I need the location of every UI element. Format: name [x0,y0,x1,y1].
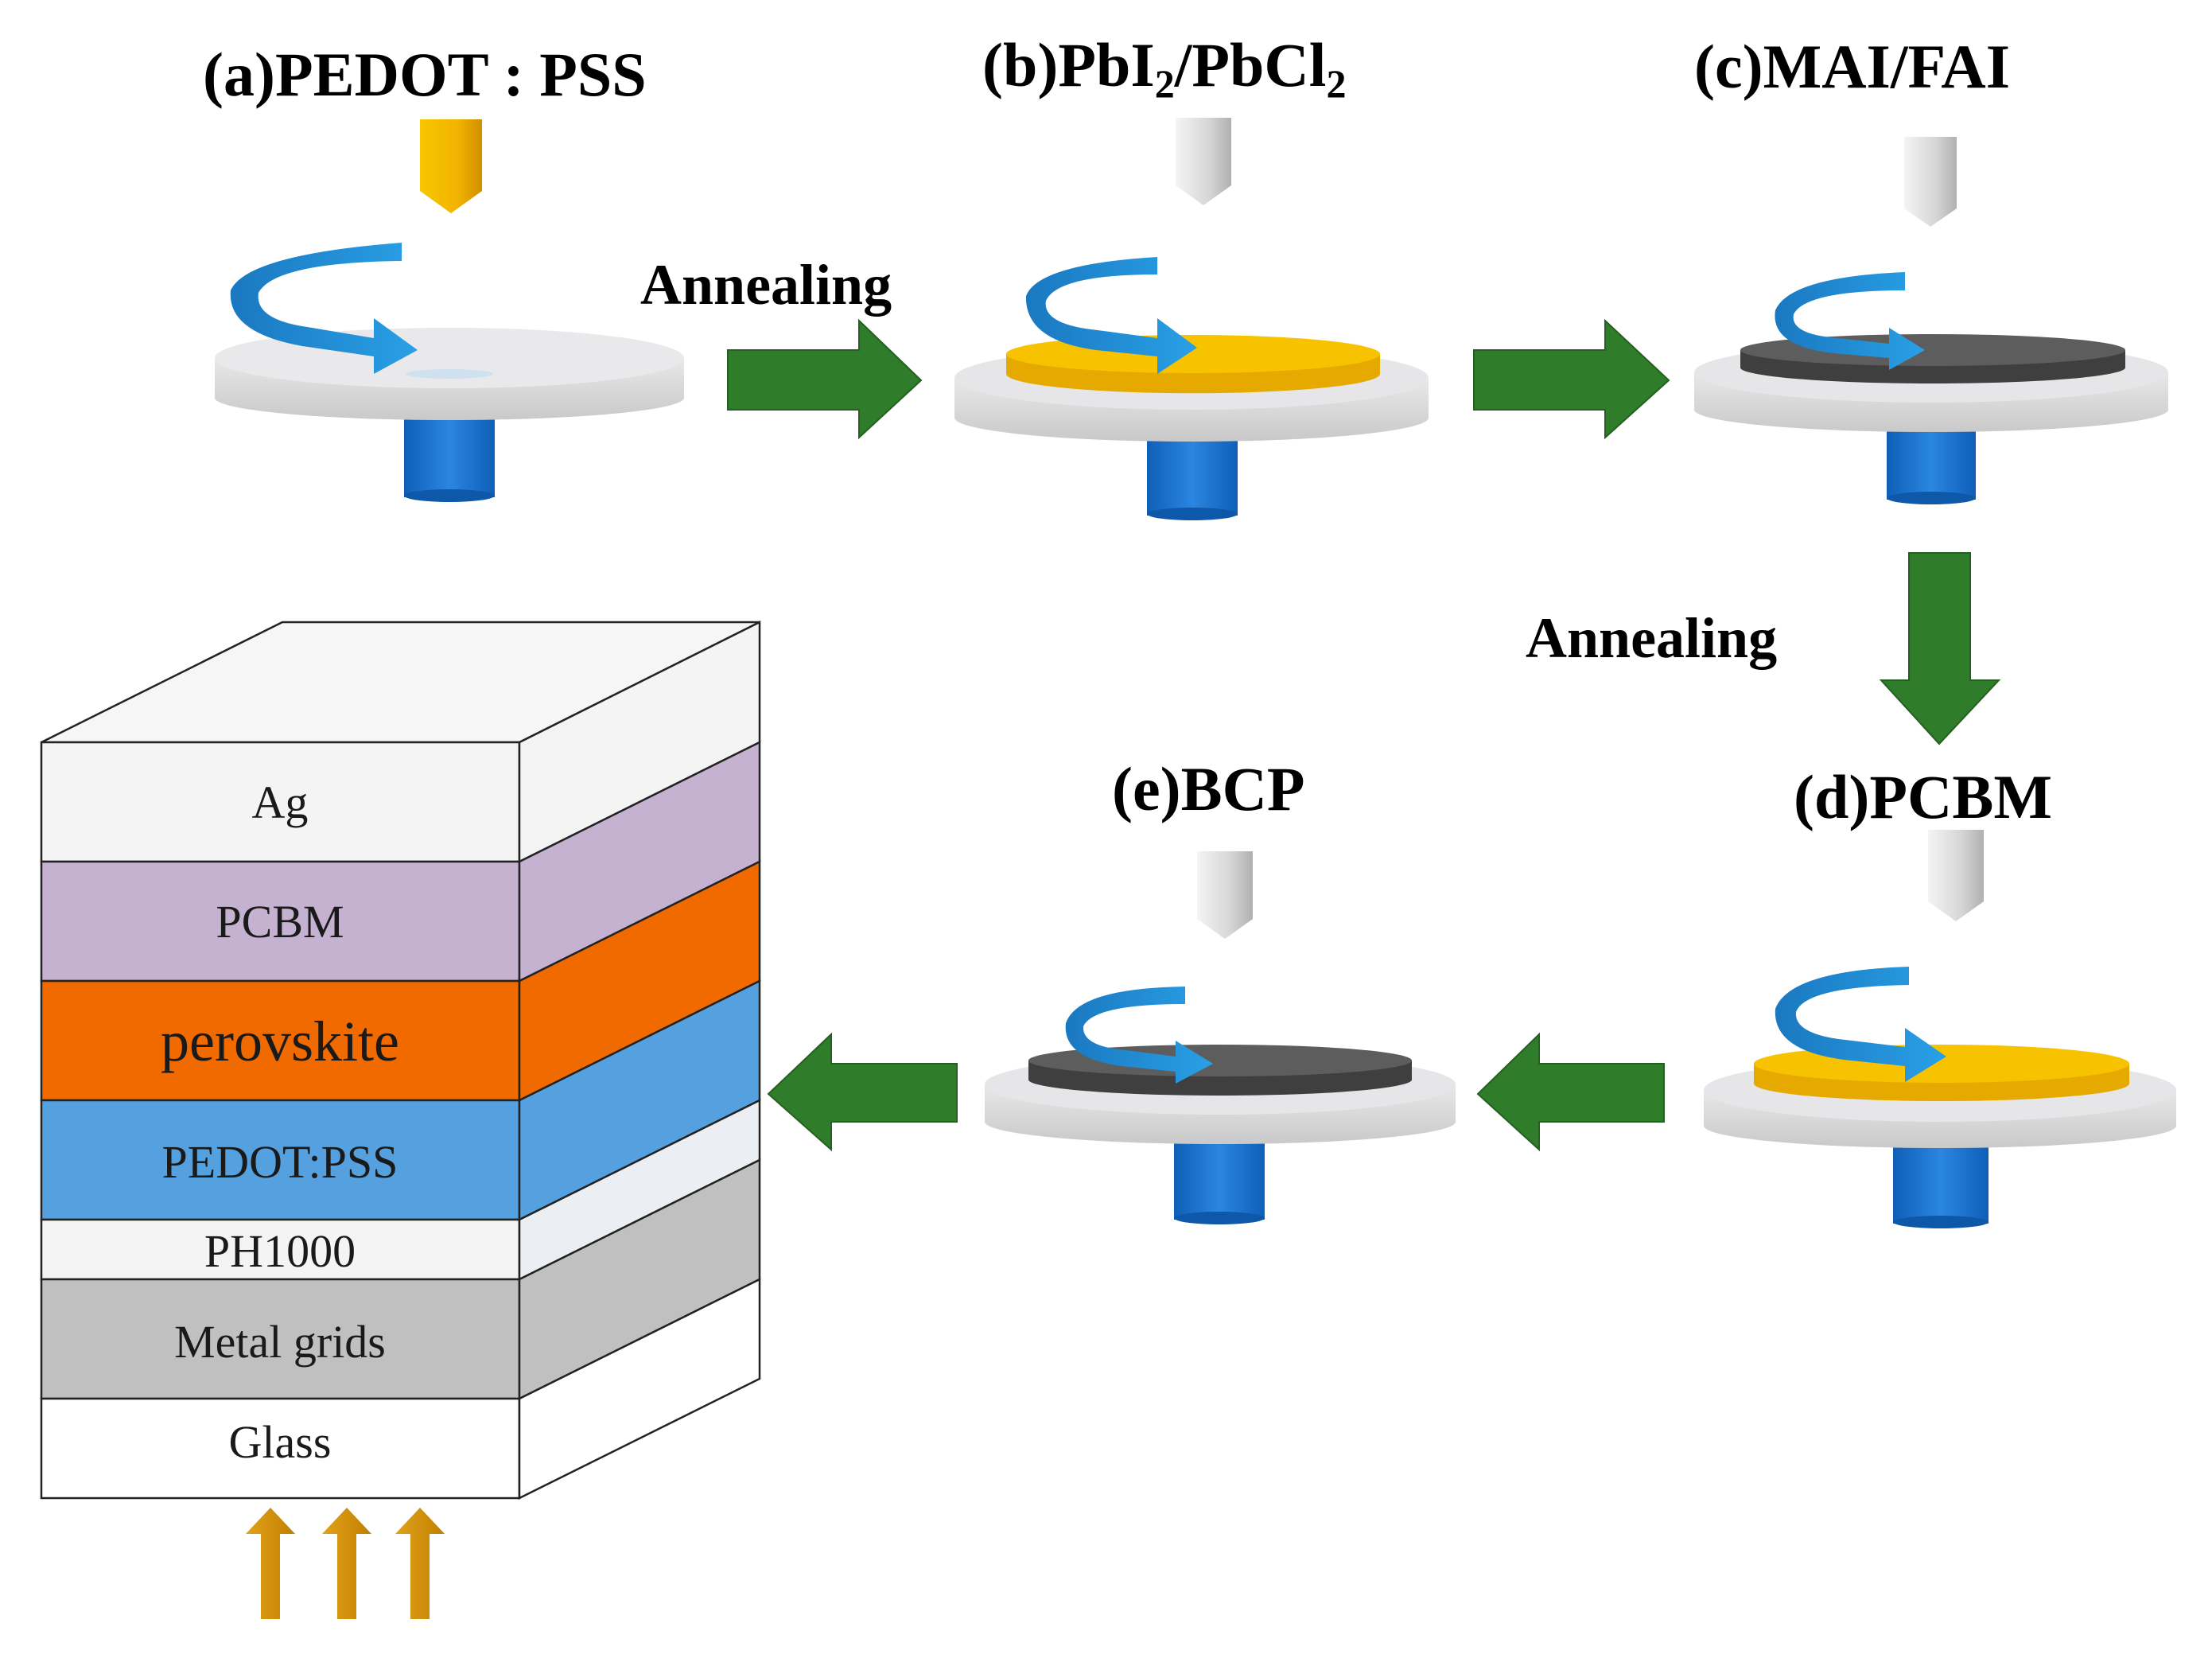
spin-coater-e [985,987,1456,1224]
step-a-label: (a)PEDOT : PSS [203,40,647,109]
incident-light-arrows [246,1508,445,1619]
spin-coater-a [215,243,684,502]
flow-arrow-right [1473,318,1670,440]
layer-metal-grids-front [40,1278,521,1400]
layer-perovskite-front [40,979,521,1102]
flow-arrow-down [1879,552,2001,745]
layer-label-perovskite: perovskite [161,1010,399,1073]
rotation-arrow-icon [1775,967,1946,1082]
rotation-arrow-icon [230,243,418,374]
rotation-arrow-icon [1065,987,1213,1084]
step-e-label: (e)BCP [1112,754,1305,823]
spindle [1887,420,1976,500]
spindle [1147,436,1238,516]
layer-label-pcbm: PCBM [216,896,344,948]
flow-arrow-left [1476,1032,1665,1152]
annealing-label-right: Annealing [1526,606,1777,670]
step-b-label: (b)PbI2/PbCl2 [982,30,1346,106]
layer-label-ph1000: PH1000 [204,1225,356,1277]
spindle [1893,1144,1988,1224]
dispenser-grey-icon [1928,830,1984,921]
flow-arrow-left [767,1032,958,1152]
dispenser-grey-icon [1904,137,1957,227]
light-arrow-icon [322,1508,371,1619]
layer-label-ag: Ag [252,777,309,828]
layer-label-metal-grids: Metal grids [174,1316,386,1368]
layer-glass-side [518,1277,761,1500]
layer-glass-front [40,1397,521,1500]
light-arrow-icon [246,1508,295,1619]
step-d-label: (d)PCBM [1794,762,2052,831]
dispenser-gold-icon [420,119,482,213]
layer-label-glass: Glass [229,1416,332,1468]
layer-pedot-front [40,1099,521,1221]
spin-coater-b [954,257,1429,520]
spindle [1174,1142,1265,1220]
spindle [404,414,495,497]
step-c-label: (c)MAI/FAI [1694,32,2010,101]
dispenser-grey-icon [1176,118,1231,205]
dispenser-grey-icon [1197,851,1253,939]
flow-arrows [727,318,2001,1152]
layer-pcbm-front [40,860,521,983]
annealing-label-top: Annealing [640,253,892,317]
device-stack: Ag PCBM perovskite PEDOT:PSS PH1000 Meta… [40,620,761,1500]
light-arrow-icon [395,1508,445,1619]
rotation-arrow-icon [1025,257,1197,374]
layer-label-pedot: PEDOT:PSS [162,1136,398,1188]
spin-coater-d [1704,967,2176,1228]
spin-coater-c [1694,272,2168,504]
layer-ag-front [40,741,521,863]
flow-arrow-right [727,318,923,440]
rotation-arrow-icon [1775,272,1925,370]
